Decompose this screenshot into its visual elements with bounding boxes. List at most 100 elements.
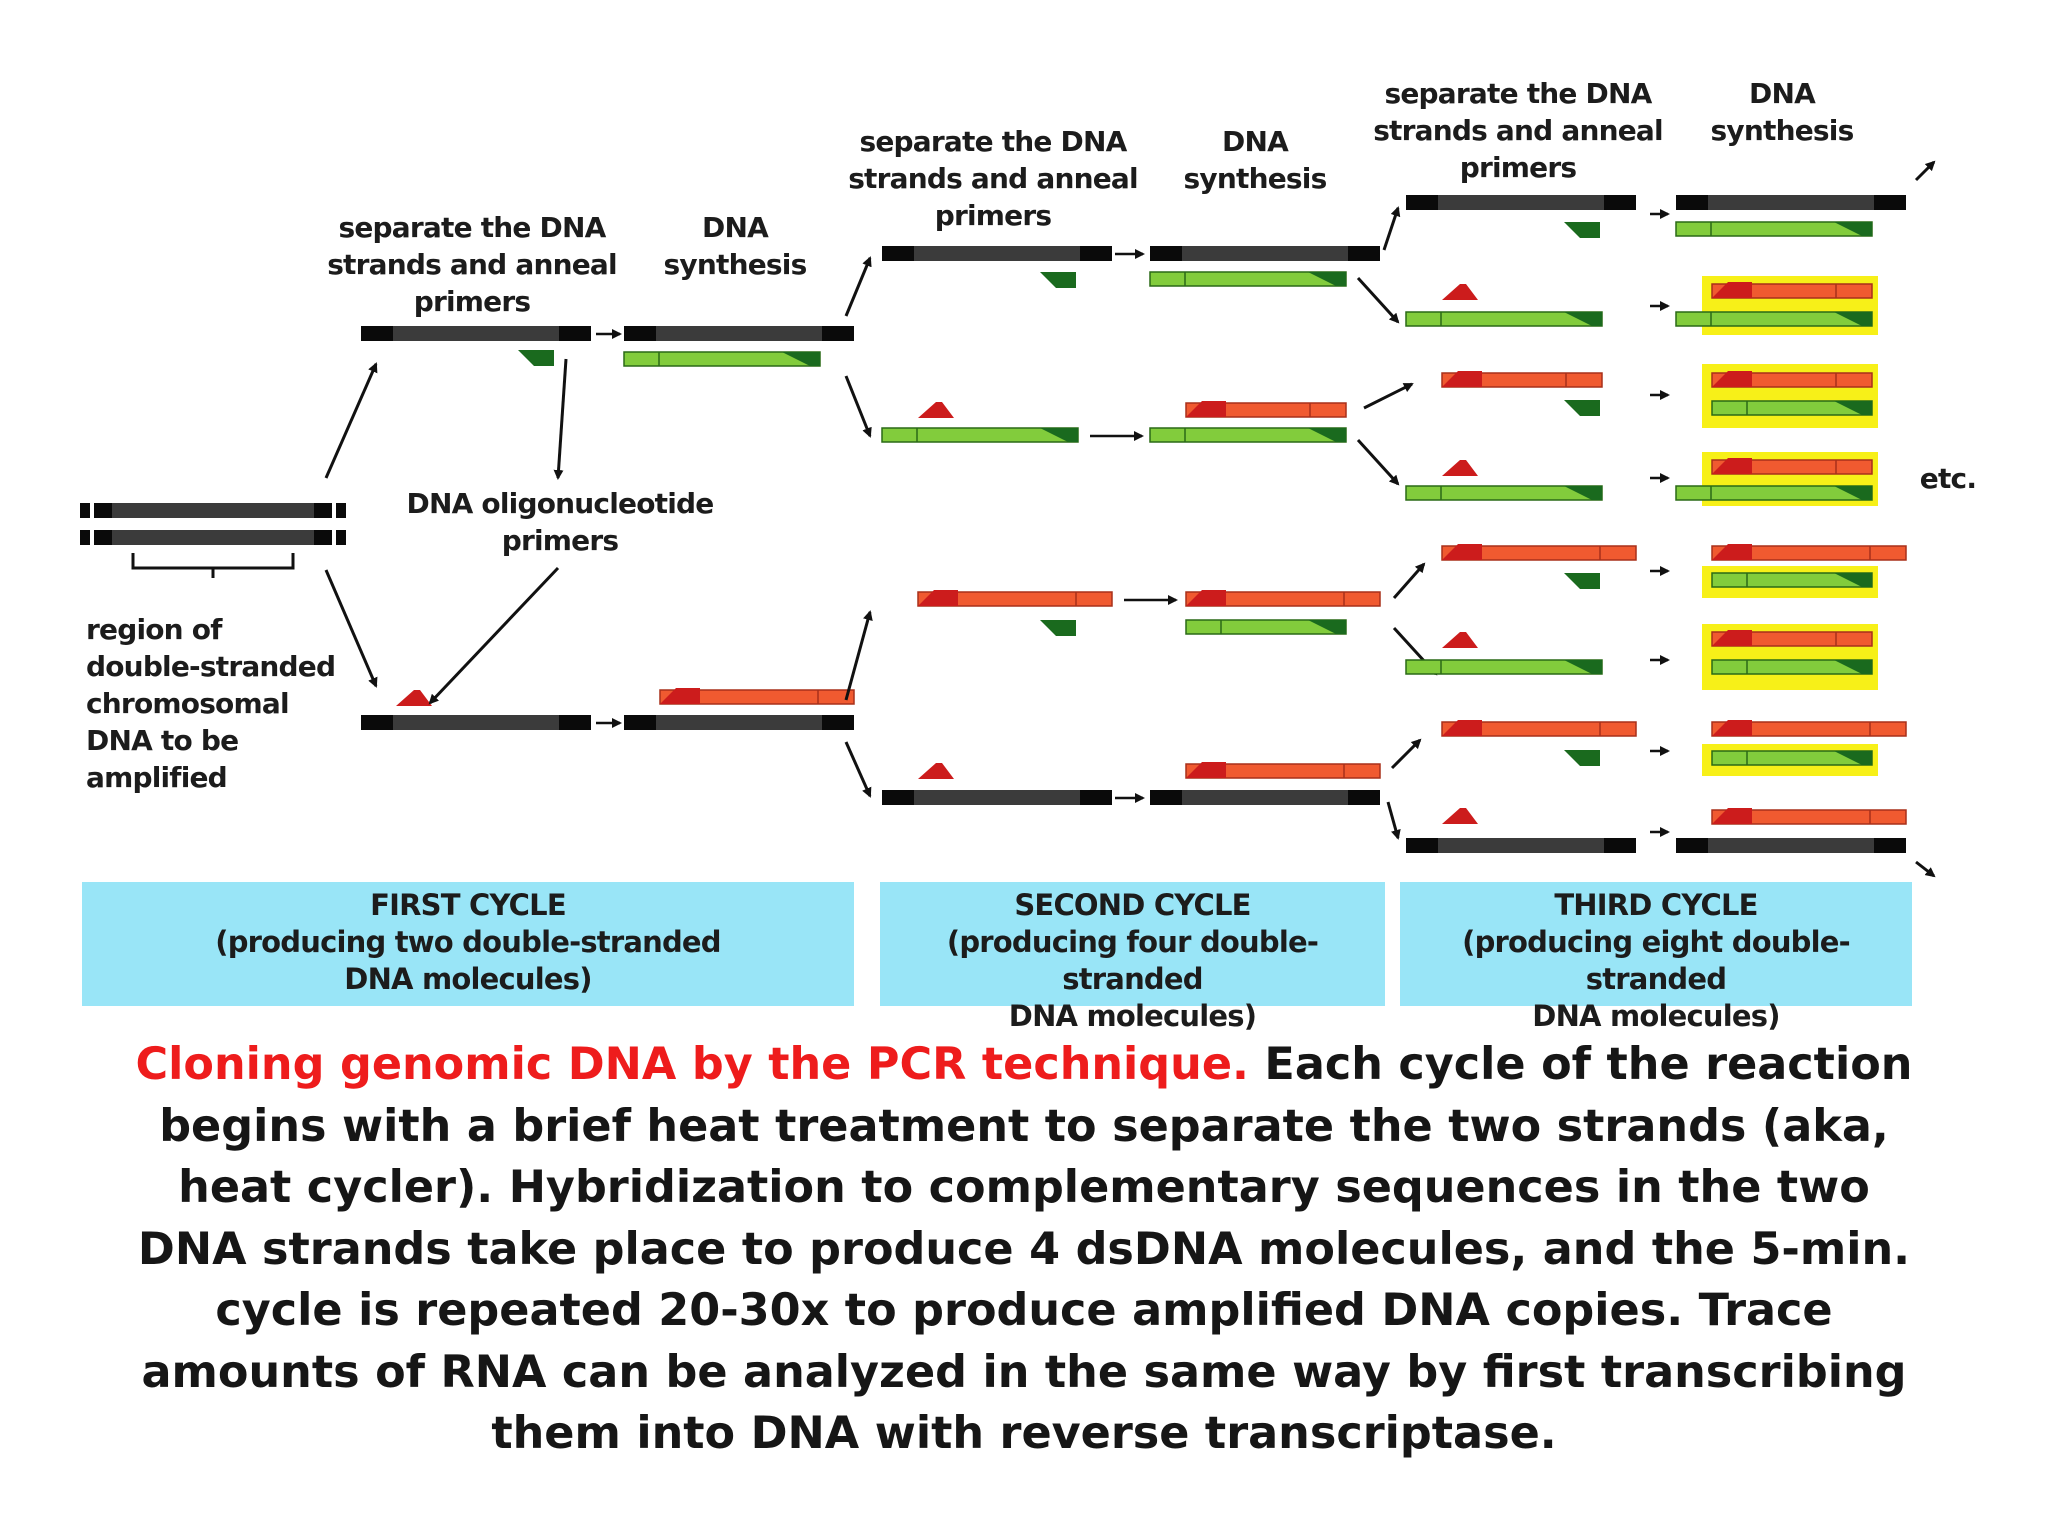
red-primer-segment — [1712, 720, 1752, 736]
arrow — [1356, 438, 1400, 486]
template-strand-end — [314, 503, 346, 518]
arrow — [1382, 206, 1401, 251]
arrow — [1915, 860, 1936, 878]
template-strand-end — [1874, 195, 1906, 210]
template-strand-end — [1676, 838, 1708, 853]
new-red-strand — [1711, 545, 1907, 561]
red-primer — [1442, 284, 1478, 300]
template-strand-end — [559, 715, 591, 730]
second-cycle-text: SECOND CYCLE(producing four double-stran… — [946, 888, 1319, 1033]
etc-label: etc. — [1919, 462, 1977, 495]
caption-text: Each cycle of the reaction begins with a… — [137, 1039, 1913, 1459]
template-strand — [361, 715, 591, 730]
arrow — [1392, 562, 1426, 599]
template-strand — [80, 530, 346, 545]
arrow — [553, 358, 568, 480]
third-cycle-box: THIRD CYCLE(producing eight double-stran… — [1400, 882, 1912, 1033]
template-strand — [1150, 790, 1380, 805]
template-strand — [1406, 195, 1636, 210]
new-red-strand — [1711, 721, 1907, 737]
green-primer-segment — [1834, 222, 1872, 236]
green-primer-segment — [1564, 312, 1602, 326]
arrow — [1914, 160, 1936, 182]
first-cycle-text: FIRST CYCLE(producing two double-strande… — [215, 888, 721, 996]
green-primer — [1564, 573, 1600, 589]
red-primer-segment — [1186, 401, 1226, 417]
red-primer-segment — [1712, 808, 1752, 824]
arrow — [844, 741, 872, 798]
template-strand-end — [1604, 195, 1636, 210]
second-cycle-box: SECOND CYCLE(producing four double-stran… — [880, 882, 1385, 1033]
new-red-strand — [1185, 763, 1381, 779]
green-primer-segment — [1834, 573, 1872, 587]
green-primer — [1040, 620, 1076, 636]
template-strand-end — [1080, 790, 1112, 805]
green-primer-segment — [1564, 486, 1602, 500]
template-strand-end — [1348, 246, 1380, 261]
arrow — [324, 569, 378, 688]
template-strand — [882, 790, 1112, 805]
arrow — [428, 566, 560, 705]
template-strand — [80, 503, 346, 518]
arrow — [1363, 382, 1414, 410]
template-strand-end — [1348, 790, 1380, 805]
green-primer-segment — [1308, 620, 1346, 634]
figure-caption: Cloning genomic DNA by the PCR technique… — [120, 1034, 1928, 1465]
region-bracket — [131, 553, 295, 578]
template-strand-end — [882, 246, 914, 261]
red-primer-segment — [1712, 630, 1752, 646]
red-primer-segment — [1186, 590, 1226, 606]
template-strand-end — [1406, 838, 1438, 853]
strand-gap — [332, 530, 336, 545]
red-primer-segment — [1442, 371, 1482, 387]
template-strand-end — [559, 326, 591, 341]
green-primer-segment — [782, 352, 820, 366]
template-strand-end — [314, 530, 346, 545]
green-primer — [1040, 272, 1076, 288]
green-primer-segment — [1834, 401, 1872, 415]
template-strand-end — [80, 530, 112, 545]
arrow — [1386, 801, 1401, 840]
template-strand-end — [361, 715, 393, 730]
green-primer-segment — [1564, 660, 1602, 674]
red-primer-segment — [1712, 371, 1752, 387]
red-primer — [396, 690, 432, 706]
red-primer-segment — [1712, 282, 1752, 298]
strand-gap — [90, 530, 94, 545]
red-primer-segment — [1442, 720, 1482, 736]
template-strand-end — [1604, 838, 1636, 853]
template-strand-end — [882, 790, 914, 805]
template-strand-end — [361, 326, 393, 341]
template-strand-end — [1150, 790, 1182, 805]
strand-gap — [90, 503, 94, 518]
template-strand-end — [822, 715, 854, 730]
red-primer-segment — [918, 590, 958, 606]
new-red-strand — [1711, 809, 1907, 825]
new-red-strand — [1441, 721, 1637, 737]
green-primer-segment — [1834, 751, 1872, 765]
green-primer-segment — [1834, 486, 1872, 500]
green-primer — [1564, 750, 1600, 766]
green-primer-segment — [1834, 660, 1872, 674]
arrow — [844, 375, 872, 438]
new-red-strand — [659, 689, 855, 705]
template-strand-end — [1150, 246, 1182, 261]
template-strand-end — [80, 503, 112, 518]
arrow — [1390, 738, 1422, 770]
new-red-strand — [1185, 591, 1381, 607]
green-primer-segment — [1308, 272, 1346, 286]
template-strand — [1676, 838, 1906, 853]
new-red-strand — [1441, 545, 1637, 561]
arrow — [844, 610, 873, 701]
template-strand — [624, 715, 854, 730]
red-primer-segment — [1712, 544, 1752, 560]
template-strand-end — [1874, 838, 1906, 853]
pcr-diagram-graphic — [80, 160, 1936, 878]
